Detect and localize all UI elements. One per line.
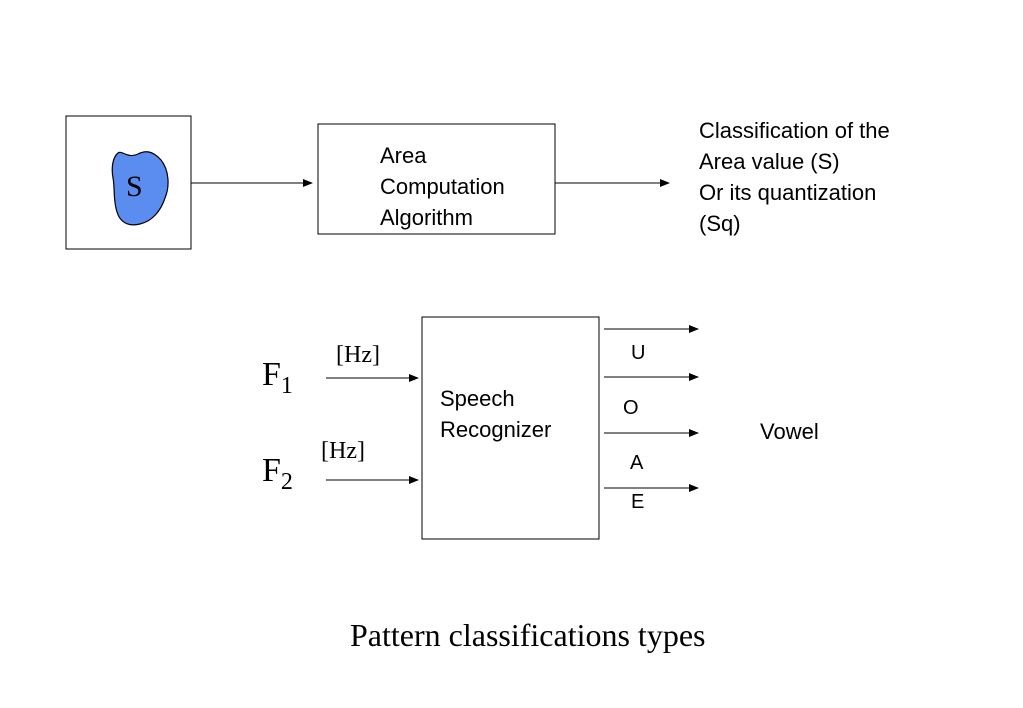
recognizer-text: Speech Recognizer [440,383,551,445]
caption: Pattern classifications types [350,617,706,653]
vowel-label: Vowel [760,419,819,444]
algorithm-line: Algorithm [380,205,473,230]
input-f1-letter: F [262,356,281,393]
shape-label: S [126,170,143,203]
recognizer-line: Speech [440,386,515,411]
input-f2-unit: [Hz] [321,438,365,464]
output-line: Or its quantization [699,180,877,205]
input-f1-subscript: 1 [280,372,293,399]
output-label-o: O [623,397,639,419]
output-label-e: E [631,491,645,513]
recognizer-line: Recognizer [440,417,552,442]
recognizer-box [421,316,600,540]
algorithm-line: Area [380,143,427,168]
input-f2-subscript: 2 [280,468,293,495]
input-f2-label: F2 [262,452,293,501]
algorithm-line: Computation [380,174,505,199]
algorithm-box [317,123,556,235]
output-line: Classification of the [699,118,890,143]
input-f2-letter: F [262,452,281,489]
classification-output-text: Classification of the Area value (S) Or … [699,115,890,239]
output-label-u: U [631,342,646,364]
input-f1-unit: [Hz] [336,342,380,368]
algorithm-text: Area Computation Algorithm [380,140,505,233]
output-label-a: A [630,452,644,474]
output-line: Area value (S) [699,149,840,174]
input-f1-label: F1 [262,356,293,405]
area-shape-blob [111,151,169,226]
output-line: (Sq) [699,211,741,236]
